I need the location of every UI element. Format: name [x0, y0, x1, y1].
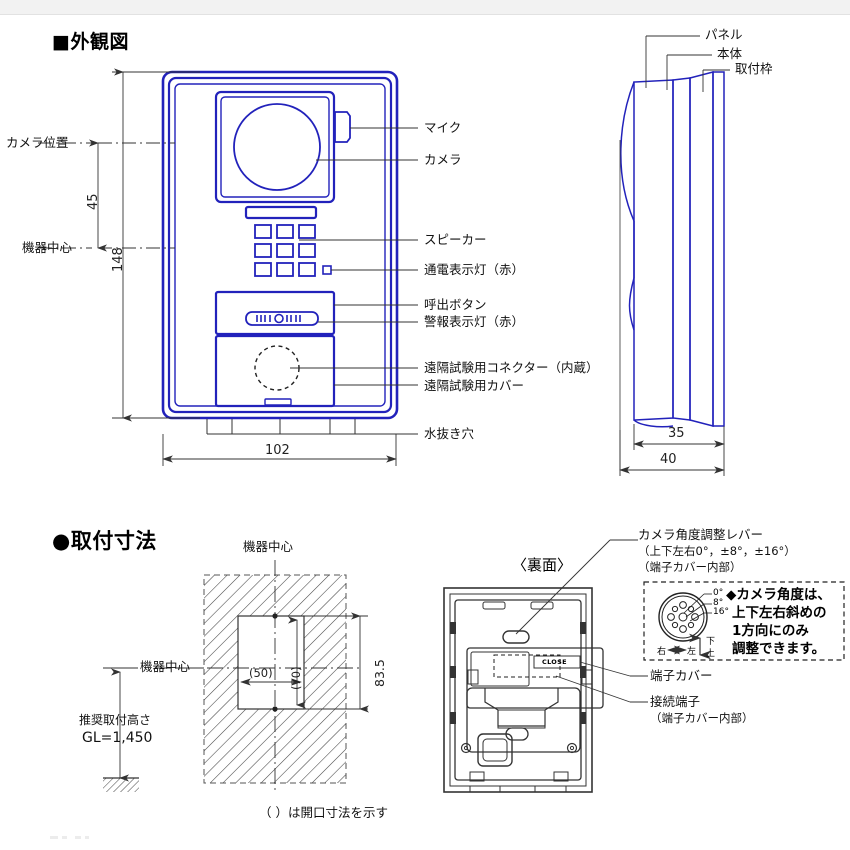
dim-83-5: 83.5	[372, 659, 387, 687]
label-equipment-center-front: 機器中心	[22, 240, 73, 255]
section-heading-exterior: ■外観図	[52, 31, 129, 53]
label-mounting-frame: 取付枠	[735, 61, 773, 76]
label-call-button: 呼出ボタン	[424, 297, 487, 312]
label-equipment-center-side: 機器中心	[140, 659, 191, 674]
mounting-dimension-lines	[103, 560, 369, 793]
inset-angle-16: 16°	[713, 607, 729, 617]
label-gl-value: GL=1,450	[82, 730, 153, 746]
top-gray-strip	[0, 0, 850, 14]
label-drain-hole: 水抜き穴	[424, 426, 475, 441]
top-divider-line	[0, 14, 850, 15]
front-leader-lines	[290, 127, 418, 435]
dim-148: 148	[111, 247, 126, 272]
inset-dir-up: 上	[706, 649, 716, 659]
label-close: CLOSE	[542, 658, 567, 666]
label-connection-terminal: 接続端子	[650, 694, 701, 709]
camera-angle-dial	[658, 592, 712, 642]
rear-leader-lines	[515, 539, 648, 703]
label-microphone: マイク	[424, 120, 462, 135]
label-remote-test-connector: 遠隔試験用コネクター（内蔵）	[424, 360, 599, 375]
dim-50: (50)	[249, 666, 273, 680]
inset-angle-0: 0°	[713, 588, 724, 598]
dim-35: 35	[668, 426, 685, 441]
dim-70: (70)	[289, 666, 303, 690]
section-heading-mounting: ●取付寸法	[52, 529, 157, 553]
label-camera-angle-lever: カメラ角度調整レバー	[638, 527, 764, 542]
label-camera-position: カメラ位置	[6, 135, 69, 150]
label-inside-terminal-cover-1: （端子カバー内部）	[638, 560, 742, 574]
inset-box	[643, 581, 845, 661]
label-remote-test-cover: 遠隔試験用カバー	[424, 378, 525, 393]
center-mark-bottom	[272, 706, 278, 712]
label-alarm-indicator: 警報表示灯（赤）	[424, 314, 525, 329]
rear-view-body	[443, 587, 604, 793]
front-dimension-lines	[38, 68, 397, 466]
label-inside-terminal-cover-2: （端子カバー内部）	[650, 711, 754, 725]
inset-note-line-1: ◆カメラ角度は、	[726, 587, 831, 603]
inset-note-line-4: 調整できます。	[732, 641, 826, 657]
label-equipment-center-top: 機器中心	[243, 539, 294, 554]
label-recommended-height: 推奨取付高さ	[79, 713, 152, 727]
note-opening-dimension: （ ）は開口寸法を示す	[259, 805, 388, 820]
dim-102: 102	[265, 443, 290, 458]
dim-40: 40	[660, 452, 677, 467]
inset-dir-right: 右	[657, 647, 667, 657]
label-speaker: スピーカー	[424, 232, 487, 247]
direction-arrows	[666, 633, 711, 660]
front-view-body	[161, 70, 399, 420]
side-view-body	[620, 71, 725, 428]
label-camera: カメラ	[424, 152, 462, 167]
side-leader-lines	[645, 35, 730, 92]
inset-dir-down: 下	[706, 637, 716, 647]
side-dimension-lines	[619, 424, 725, 476]
terminal-dashed-area	[493, 654, 561, 678]
opening-rect	[237, 615, 305, 710]
label-panel: パネル	[705, 27, 743, 42]
drain-holes	[206, 419, 396, 435]
label-power-indicator: 通電表示灯（赤）	[424, 262, 525, 277]
call-button-marks	[256, 313, 301, 324]
dim-45: 45	[86, 193, 101, 210]
label-camera-angle-range: （上下左右0°，±8°，±16°）	[638, 544, 796, 558]
label-terminal-cover: 端子カバー	[650, 668, 713, 683]
cut-off-text	[50, 836, 89, 839]
inset-note-line-2: 上下左右斜めの	[732, 605, 827, 621]
inset-angle-8: 8°	[713, 598, 724, 608]
inset-note-line-3: 1方向にのみ	[732, 623, 809, 639]
center-mark-top	[272, 613, 278, 619]
label-rear-view-title: 〈裏面〉	[512, 556, 573, 574]
inset-dir-left: 左	[687, 647, 697, 657]
label-main-body: 本体	[717, 46, 743, 61]
